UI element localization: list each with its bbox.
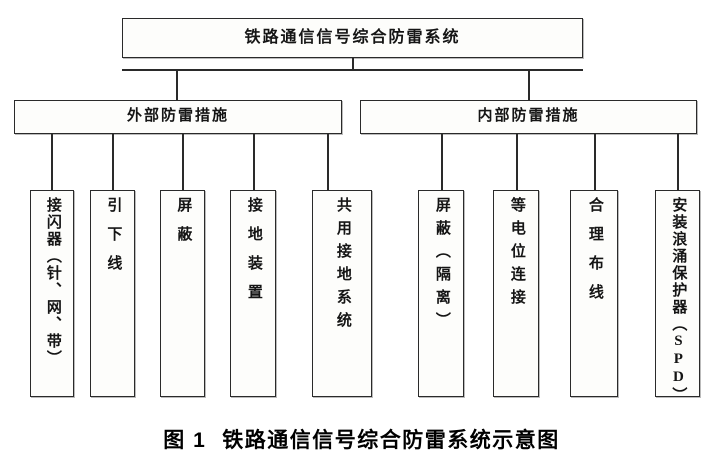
leaf-node-down-conductor-label: 引下线 — [105, 197, 122, 284]
leaf-node-equipotential-bonding: 等电位连接 — [493, 190, 539, 397]
connector-root-stem — [352, 58, 354, 70]
leaf-node-air-terminal: 接闪器（针、网、带） — [30, 190, 74, 397]
connector-external-to-child-4 — [327, 134, 329, 190]
connector-root-to-external — [176, 69, 178, 100]
connector-external-to-child-2 — [182, 134, 184, 190]
root-node-label: 铁路通信信号综合防雷系统 — [244, 28, 461, 46]
branch-node-internal-measures: 内部防雷措施 — [360, 100, 697, 134]
leaf-node-install-spd: 安装浪涌保护器（SPD） — [655, 190, 700, 404]
connector-external-to-child-1 — [112, 134, 114, 190]
leaf-node-reasonable-wiring-label: 合理布线 — [586, 197, 603, 313]
leaf-node-install-spd-label: 安装浪涌保护器（SPD） — [670, 197, 687, 404]
leaf-node-air-terminal-label: 接闪器（针、网、带） — [44, 197, 61, 367]
leaf-node-shielding-isolation-label: 屏蔽（隔离） — [433, 197, 450, 335]
connector-internal-to-child-3 — [677, 134, 679, 190]
branch-node-internal-label: 内部防雷措施 — [477, 108, 580, 125]
leaf-node-down-conductor: 引下线 — [90, 190, 135, 397]
leaf-node-shielding-external-label: 屏蔽 — [175, 197, 192, 255]
leaf-node-equipotential-bonding-label: 等电位连接 — [508, 197, 525, 312]
connector-external-to-child-3 — [253, 134, 255, 190]
connector-root-to-internal — [528, 69, 530, 100]
connector-internal-to-child-1 — [516, 134, 518, 190]
branch-node-external-label: 外部防雷措施 — [126, 108, 229, 125]
connector-internal-to-child-0 — [441, 134, 443, 190]
leaf-node-common-earthing-system-label: 共用接地系统 — [334, 197, 351, 335]
figure-caption-title: 铁路通信信号综合防雷系统示意图 — [222, 429, 560, 452]
leaf-node-shielding-isolation: 屏蔽（隔离） — [418, 190, 464, 397]
leaf-node-common-earthing-system: 共用接地系统 — [312, 190, 372, 397]
leaf-node-earthing-device-label: 接地装置 — [245, 197, 262, 313]
connector-internal-to-child-2 — [594, 134, 596, 190]
leaf-node-shielding-external: 屏蔽 — [160, 190, 205, 397]
figure-caption-number: 图 1 — [163, 429, 207, 452]
root-node-comprehensive-lightning-protection-system: 铁路通信信号综合防雷系统 — [122, 18, 583, 58]
figure-caption: 图 1 铁路通信信号综合防雷系统示意图 — [0, 424, 723, 454]
branch-node-external-measures: 外部防雷措施 — [14, 100, 342, 134]
connector-external-to-child-0 — [51, 134, 53, 190]
leaf-node-earthing-device: 接地装置 — [230, 190, 276, 397]
connector-root-bus — [122, 69, 583, 71]
leaf-node-reasonable-wiring: 合理布线 — [570, 190, 618, 397]
